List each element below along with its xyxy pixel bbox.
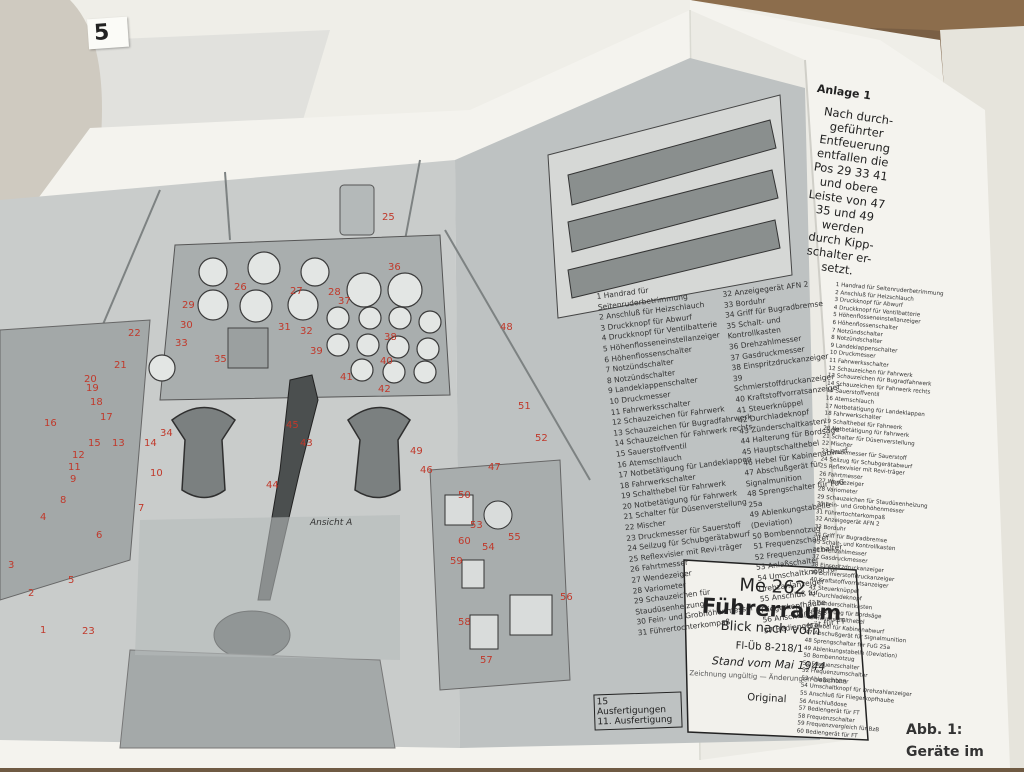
callout-20: 20	[84, 374, 97, 385]
title-block-frame	[683, 559, 869, 741]
callout-39: 39	[310, 346, 323, 357]
callout-51: 51	[518, 401, 531, 412]
callout-31: 31	[278, 322, 291, 333]
seat-floor	[119, 649, 396, 749]
callout-17: 17	[100, 412, 113, 423]
callout-34: 34	[160, 428, 173, 439]
callout-48: 48	[500, 322, 513, 333]
figure-caption-line1: Abb. 1:	[906, 722, 963, 738]
callout-52: 52	[535, 433, 548, 444]
index-tag-label: 5	[93, 19, 111, 46]
callout-56: 56	[560, 592, 573, 603]
callout-45: 45	[286, 420, 299, 431]
callout-11: 11	[68, 462, 81, 473]
callout-44: 44	[266, 480, 279, 491]
callout-59: 59	[450, 556, 463, 567]
callout-16: 16	[44, 418, 57, 429]
callout-2: 2	[28, 588, 35, 599]
callout-41: 41	[340, 372, 353, 383]
copies-box: 15 Ausfertigungen 11. Ausfertigung	[593, 691, 683, 731]
callout-13: 13	[112, 438, 125, 449]
callout-19: 19	[86, 383, 99, 394]
callout-32: 32	[300, 326, 313, 337]
callout-6: 6	[96, 530, 103, 541]
callout-54: 54	[482, 542, 495, 553]
callout-42: 42	[378, 384, 391, 395]
floor-plate	[135, 515, 400, 660]
callout-5: 5	[68, 575, 75, 586]
callout-30: 30	[180, 320, 193, 331]
callout-36: 36	[388, 262, 401, 273]
view-a-rails	[567, 119, 781, 299]
callout-29: 29	[182, 300, 195, 311]
callout-1: 1	[40, 625, 47, 636]
callout-53: 53	[470, 520, 483, 531]
callout-9: 9	[70, 474, 77, 485]
callout-22: 22	[128, 328, 141, 339]
callout-47: 47	[488, 462, 501, 473]
callout-23: 23	[82, 626, 95, 637]
switch-box	[227, 327, 269, 369]
callout-15: 15	[88, 438, 101, 449]
callout-46: 46	[420, 465, 433, 476]
original-stamp: Original	[747, 692, 787, 706]
callout-58: 58	[458, 617, 471, 628]
title-block: Me 262 Führerraum Blick nach vorn Fl-Üb …	[681, 560, 858, 739]
rudder-pedals	[170, 406, 411, 499]
instrument-dials	[119, 251, 442, 386]
callout-49: 49	[410, 446, 423, 457]
callout-4: 4	[40, 512, 47, 523]
figure-caption-line2: Geräte im	[906, 744, 984, 760]
callout-55: 55	[508, 532, 521, 543]
callout-43: 43	[300, 438, 313, 449]
callout-57: 57	[480, 655, 493, 666]
callout-3: 3	[8, 560, 15, 571]
callout-35: 35	[214, 354, 227, 365]
callout-40: 40	[380, 356, 393, 367]
callout-28: 28	[328, 287, 341, 298]
callout-8: 8	[60, 495, 67, 506]
callout-26: 26	[234, 282, 247, 293]
callout-12: 12	[72, 450, 85, 461]
callout-18: 18	[90, 397, 103, 408]
callout-50: 50	[458, 490, 471, 501]
copy-number: 11. Ausfertigung	[597, 714, 673, 728]
index-tag: 5	[87, 16, 129, 50]
callout-7: 7	[138, 503, 145, 514]
callout-60: 60	[458, 536, 471, 547]
callout-14: 14	[144, 438, 157, 449]
callout-25: 25	[382, 212, 395, 223]
callout-37: 37	[338, 296, 351, 307]
plastic-sleeve	[95, 30, 330, 140]
view-a-label: Ansicht A	[310, 518, 353, 528]
reflex-sight	[339, 184, 375, 236]
callout-38: 38	[384, 332, 397, 343]
right-console-parts	[444, 494, 553, 650]
figure-caption: Abb. 1: Geräte im	[906, 722, 984, 766]
callout-21: 21	[114, 360, 127, 371]
callout-10: 10	[150, 468, 163, 479]
left-console	[0, 319, 151, 601]
callout-33: 33	[175, 338, 188, 349]
callout-27: 27	[290, 286, 303, 297]
